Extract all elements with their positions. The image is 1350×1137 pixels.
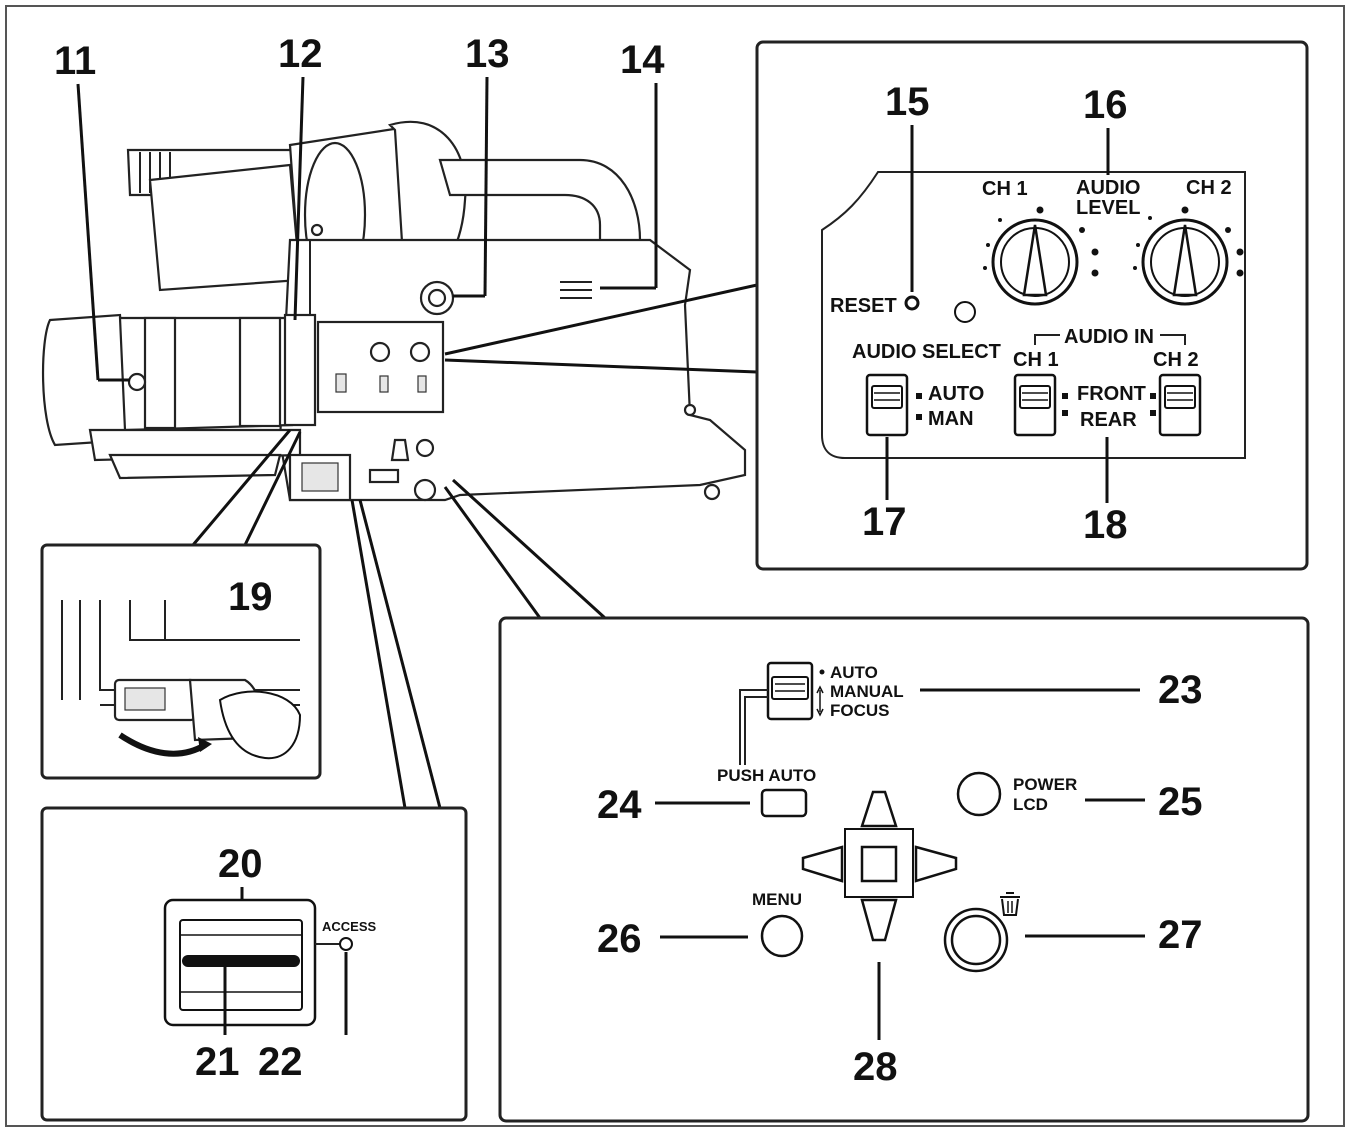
callout-number-16: 16 bbox=[1083, 83, 1128, 127]
zoom-line-audio-bottom bbox=[444, 358, 758, 374]
focus-switch[interactable] bbox=[766, 661, 814, 721]
zoom-line-19-right bbox=[243, 431, 302, 546]
callout-number-18: 18 bbox=[1083, 503, 1128, 547]
menu-button[interactable] bbox=[760, 914, 804, 958]
push-auto-label: PUSH AUTO bbox=[717, 766, 816, 785]
audio-in-front-label: FRONT bbox=[1077, 383, 1146, 405]
callout-11: 11 bbox=[54, 39, 130, 382]
reset-label: RESET bbox=[830, 295, 897, 317]
access-label: ACCESS bbox=[322, 919, 377, 934]
callout-number-13: 13 bbox=[465, 32, 510, 76]
callout-number-26: 26 bbox=[597, 917, 642, 961]
callout-number-11: 11 bbox=[54, 39, 96, 83]
cross-key[interactable] bbox=[801, 790, 958, 942]
cross-key-right[interactable] bbox=[914, 845, 958, 883]
card-slot-detail: 20 ACCESS 21 22 bbox=[40, 806, 468, 1122]
callout-14: 14 bbox=[600, 38, 665, 290]
outer-frame bbox=[5, 5, 1345, 1127]
hdmi-cover-detail: 19 bbox=[40, 543, 322, 780]
zoom-line-audio-top bbox=[444, 283, 758, 356]
callout-12: 12 bbox=[278, 32, 323, 321]
panel-screw bbox=[954, 301, 976, 323]
audio-level-label-line2: LEVEL bbox=[1076, 197, 1140, 219]
reset-button[interactable] bbox=[904, 295, 920, 311]
cross-key-left[interactable] bbox=[801, 845, 844, 883]
zoom-line-ctrl-left bbox=[443, 486, 542, 619]
callout-number-24: 24 bbox=[597, 783, 642, 827]
callout-number-19: 19 bbox=[228, 575, 273, 619]
audio-in-rear-label: REAR bbox=[1080, 409, 1137, 431]
cross-key-center[interactable] bbox=[860, 845, 898, 883]
power-label: POWER bbox=[1013, 775, 1077, 794]
audio-in-ch2-switch[interactable] bbox=[1158, 373, 1202, 437]
zoom-line-ctrl-right bbox=[451, 478, 607, 620]
callout-number-20: 20 bbox=[218, 842, 263, 886]
callout-number-23: 23 bbox=[1158, 668, 1203, 712]
focus-focus-label: FOCUS bbox=[830, 701, 890, 720]
trash-icon bbox=[1000, 892, 1020, 916]
audio-select-label: AUDIO SELECT bbox=[852, 341, 1001, 363]
cross-key-down[interactable] bbox=[860, 898, 898, 942]
camcorder-illustration bbox=[41, 120, 747, 502]
callout-13: 13 bbox=[453, 32, 510, 298]
control-panel: AUTO MANUAL FOCUS 23 PUSH AUTO 24 POWER … bbox=[498, 616, 1310, 1123]
audio-select-switch[interactable] bbox=[865, 373, 909, 437]
audio-select-man-label: MAN bbox=[928, 408, 974, 430]
audio-level-ch2-knob[interactable] bbox=[1133, 206, 1244, 306]
callout-number-27: 27 bbox=[1158, 913, 1203, 957]
lcd-label: LCD bbox=[1013, 795, 1048, 814]
callout-number-21: 21 bbox=[195, 1040, 240, 1084]
zoom-line-card-right bbox=[358, 499, 442, 809]
audio-in-ch1-switch[interactable] bbox=[1013, 373, 1057, 437]
callout-number-14: 14 bbox=[620, 38, 665, 82]
focus-auto-label: AUTO bbox=[830, 663, 878, 682]
callout-number-25: 25 bbox=[1158, 780, 1203, 824]
callout-number-15: 15 bbox=[885, 80, 930, 124]
menu-label: MENU bbox=[752, 890, 802, 909]
callout-number-22: 22 bbox=[258, 1040, 303, 1084]
card-slot-bar bbox=[182, 955, 300, 967]
access-lamp bbox=[339, 937, 353, 951]
audio-select-auto-label: AUTO bbox=[928, 383, 984, 405]
audio-level-label-line1: AUDIO bbox=[1076, 177, 1140, 199]
audio-panel: 15 16 CH 1 AUDIO LEVEL CH 2 bbox=[755, 40, 1309, 571]
focus-manual-label: MANUAL bbox=[830, 682, 904, 701]
power-lcd-button[interactable] bbox=[956, 771, 1002, 817]
audio-level-ch1-knob[interactable] bbox=[983, 206, 1099, 306]
audio-level-ch2-label: CH 2 bbox=[1186, 177, 1232, 199]
callout-number-12: 12 bbox=[278, 32, 323, 76]
callout-number-28: 28 bbox=[853, 1045, 898, 1089]
zoom-line-19-left bbox=[191, 429, 292, 546]
audio-in-ch2-label: CH 2 bbox=[1153, 349, 1199, 371]
zoom-line-card-left bbox=[350, 499, 407, 809]
cross-key-up[interactable] bbox=[860, 790, 898, 828]
callout-number-17: 17 bbox=[862, 500, 907, 544]
audio-in-ch1-label: CH 1 bbox=[1013, 349, 1059, 371]
push-auto-button[interactable] bbox=[760, 788, 808, 818]
audio-in-label: AUDIO IN bbox=[1064, 326, 1154, 348]
audio-level-ch1-label: CH 1 bbox=[982, 178, 1028, 200]
